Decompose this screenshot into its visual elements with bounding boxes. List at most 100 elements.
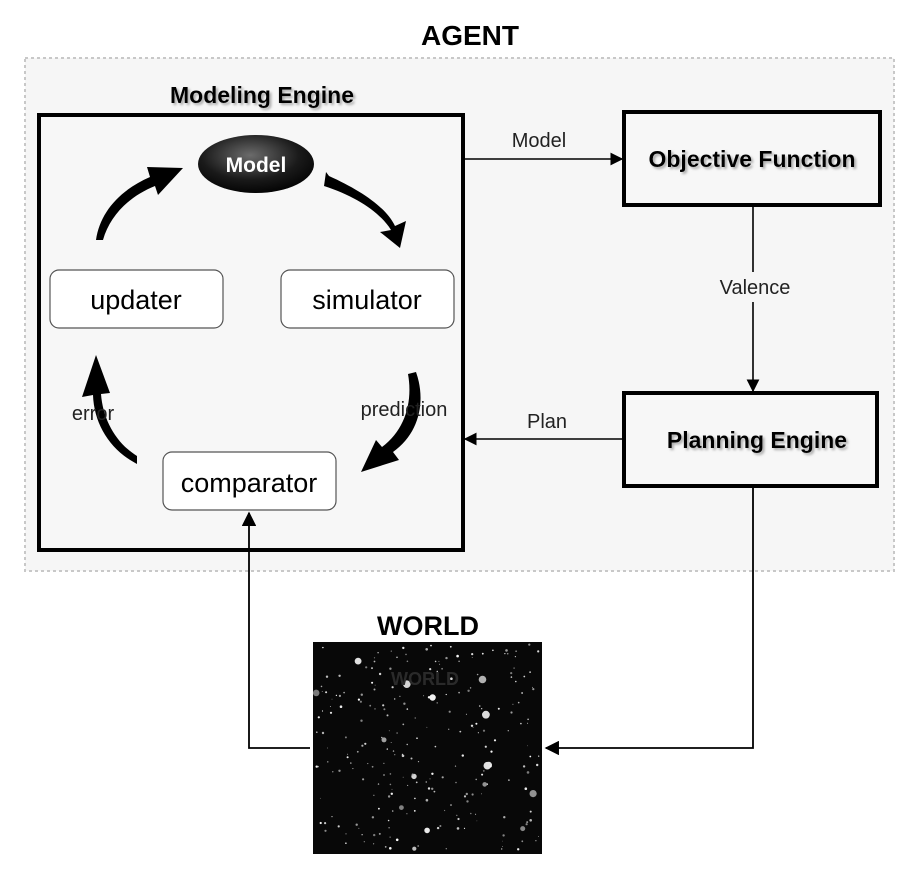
star: [436, 702, 438, 704]
star: [358, 827, 360, 829]
star: [429, 694, 436, 701]
star: [512, 703, 514, 705]
star: [470, 724, 474, 727]
star: [458, 691, 460, 694]
star: [456, 676, 458, 678]
star: [471, 653, 474, 656]
star: [493, 739, 497, 742]
star: [439, 825, 442, 827]
star: [390, 792, 393, 795]
star: [470, 812, 472, 815]
star: [463, 795, 467, 798]
star: [425, 798, 429, 802]
star: [471, 793, 474, 796]
star: [346, 756, 349, 759]
star: [373, 843, 375, 845]
edge-valence-label: Valence: [720, 277, 791, 299]
star: [371, 765, 374, 768]
star: [482, 782, 488, 787]
star: [508, 779, 510, 781]
star: [403, 680, 411, 688]
star: [331, 698, 333, 700]
star: [517, 701, 520, 704]
star: [394, 754, 396, 756]
star: [492, 649, 494, 652]
star: [410, 757, 413, 760]
star: [476, 820, 478, 822]
star: [431, 787, 434, 790]
star: [481, 652, 484, 655]
star: [513, 667, 515, 669]
star: [378, 807, 380, 810]
star: [335, 694, 338, 697]
star: [389, 836, 391, 838]
star: [324, 829, 327, 832]
star: [527, 745, 528, 747]
star: [482, 729, 486, 732]
star: [406, 813, 408, 815]
star: [441, 776, 444, 779]
star: [374, 708, 376, 710]
star: [526, 771, 530, 774]
star: [386, 748, 388, 750]
star: [383, 762, 385, 765]
star: [321, 731, 325, 735]
star: [373, 794, 375, 796]
star: [520, 722, 522, 725]
star: [406, 743, 408, 746]
agent-title: AGENT: [421, 20, 519, 51]
star: [319, 821, 322, 825]
star: [396, 656, 398, 659]
star: [416, 737, 418, 739]
star: [515, 680, 517, 683]
star: [381, 737, 387, 743]
star: [528, 643, 531, 646]
star: [482, 710, 490, 719]
star: [522, 765, 526, 768]
star: [412, 846, 417, 851]
star: [373, 833, 376, 837]
star: [406, 660, 409, 663]
cycle-arrow-prediction: [361, 372, 421, 472]
star: [402, 723, 405, 726]
star: [338, 694, 341, 698]
cycle-arrow-model-to-simulator: [324, 172, 406, 248]
star: [507, 730, 509, 732]
star: [529, 790, 537, 798]
star: [391, 788, 393, 790]
star: [354, 657, 362, 665]
star: [457, 817, 460, 821]
star: [426, 726, 428, 728]
star: [356, 750, 359, 753]
star: [343, 691, 345, 694]
star: [373, 657, 376, 659]
star: [387, 819, 390, 822]
star: [484, 745, 487, 748]
star: [477, 732, 479, 734]
star: [371, 667, 373, 670]
star: [364, 742, 367, 745]
star: [384, 846, 387, 848]
star: [424, 827, 430, 834]
star: [481, 708, 483, 710]
prediction-label: prediction: [361, 399, 448, 421]
star: [475, 722, 478, 725]
star: [527, 722, 529, 724]
star: [475, 813, 477, 815]
star: [525, 823, 528, 826]
star: [387, 795, 391, 798]
star: [506, 652, 509, 655]
star: [391, 686, 394, 689]
star: [388, 730, 390, 732]
star: [467, 689, 470, 692]
star: [510, 672, 513, 675]
star: [535, 840, 537, 842]
star: [378, 672, 382, 676]
star: [454, 765, 457, 767]
star: [406, 708, 409, 710]
star: [319, 797, 321, 799]
star: [455, 781, 457, 784]
star: [377, 652, 379, 654]
objective-function-title: Objective Function: [648, 146, 855, 172]
